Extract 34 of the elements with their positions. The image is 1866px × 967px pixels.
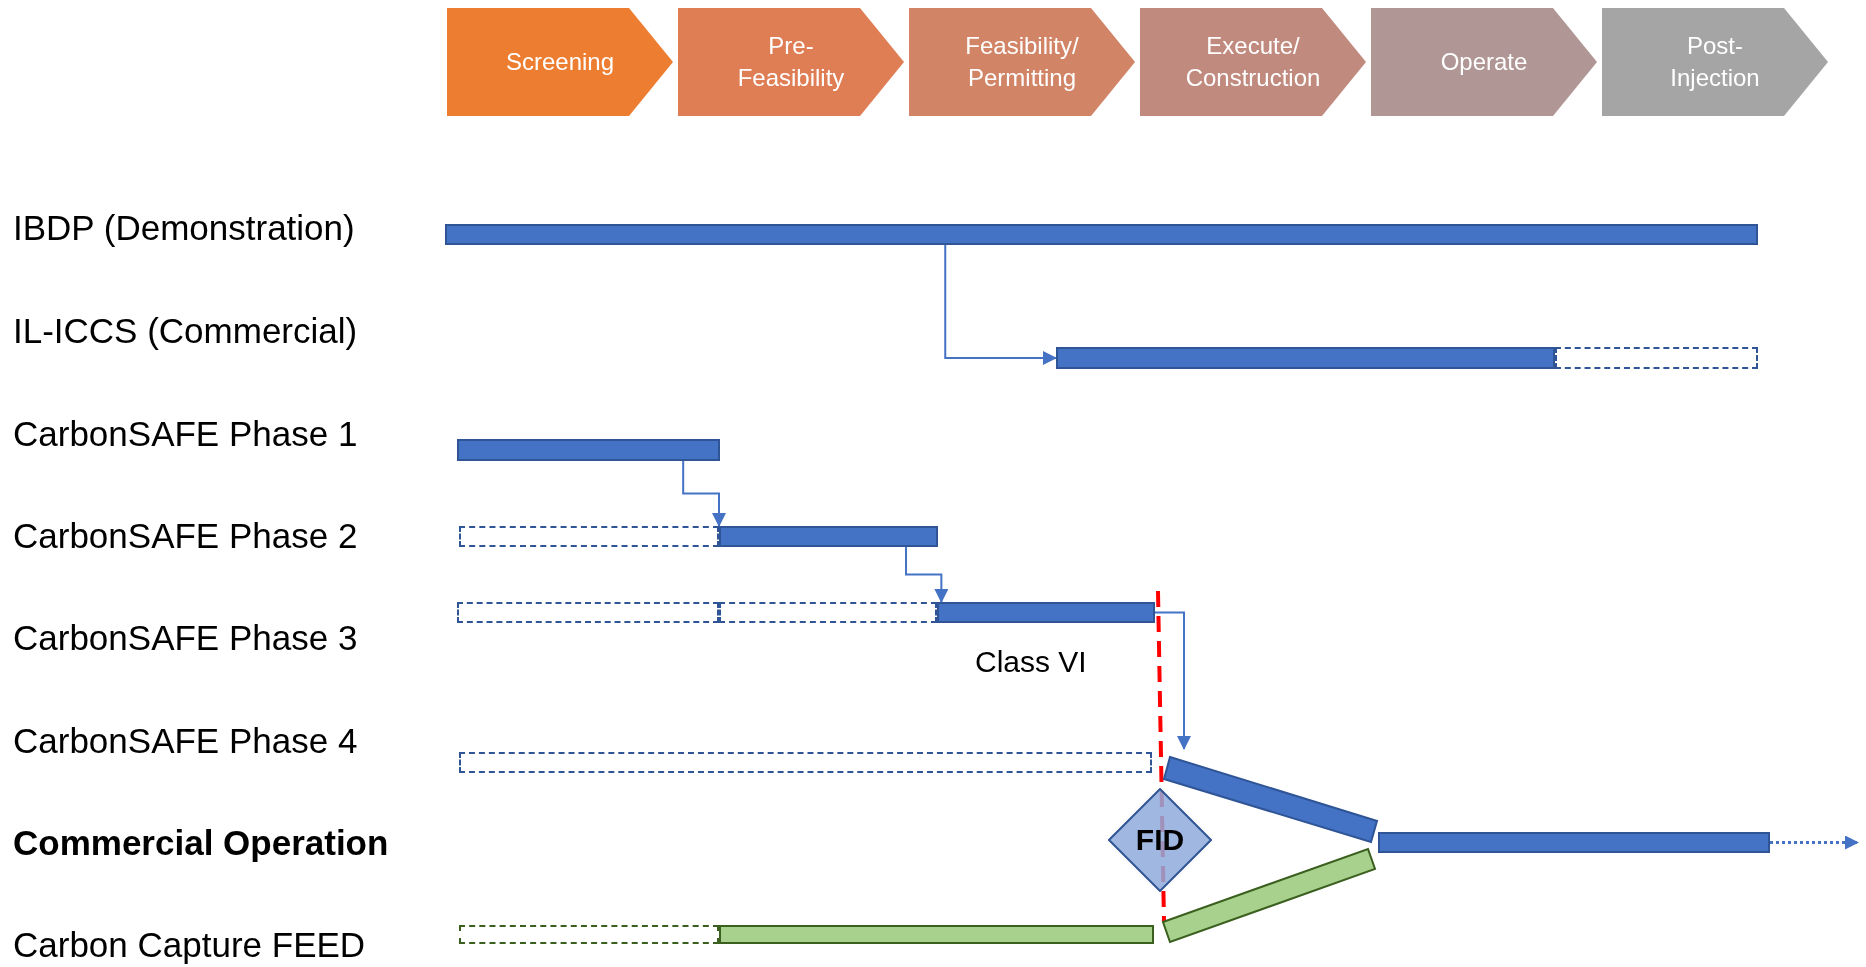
row-label: CarbonSAFE Phase 2 bbox=[13, 516, 358, 556]
row-label: Carbon Capture FEED bbox=[13, 925, 366, 965]
bar bbox=[1378, 832, 1770, 853]
phase-step: Pre- Feasibility bbox=[678, 8, 904, 116]
arrow bbox=[944, 244, 1057, 365]
arrow bbox=[682, 460, 726, 527]
bar bbox=[457, 439, 720, 461]
phase-step: Operate bbox=[1371, 8, 1597, 116]
phase-step: Execute/ Construction bbox=[1140, 8, 1366, 116]
row-label: IBDP (Demonstration) bbox=[13, 208, 355, 248]
phase-step: Screening bbox=[447, 8, 673, 116]
bar bbox=[1056, 347, 1555, 369]
row-label: CarbonSAFE Phase 1 bbox=[13, 414, 358, 454]
arrow bbox=[905, 546, 949, 603]
planned-bar bbox=[1555, 347, 1758, 369]
bar bbox=[937, 602, 1155, 623]
planned-bar bbox=[719, 602, 937, 623]
row-label: Commercial Operation bbox=[13, 823, 389, 863]
row-label: IL-ICCS (Commercial) bbox=[13, 311, 358, 351]
phase-step: Feasibility/ Permitting bbox=[909, 8, 1135, 116]
arrow bbox=[1770, 835, 1859, 850]
row-label: CarbonSAFE Phase 3 bbox=[13, 618, 358, 658]
bar bbox=[445, 224, 1758, 245]
arrow bbox=[1154, 611, 1191, 750]
planned-bar bbox=[457, 602, 719, 623]
planned-bar bbox=[459, 752, 1152, 773]
bar bbox=[719, 526, 938, 547]
row-label: CarbonSAFE Phase 4 bbox=[13, 721, 358, 761]
annotation-text: Class VI bbox=[975, 645, 1087, 679]
planned-bar bbox=[459, 526, 719, 547]
phase-step: Post- Injection bbox=[1602, 8, 1828, 116]
bar bbox=[719, 925, 1154, 944]
decision-diamond: FID bbox=[1108, 788, 1212, 892]
planned-bar bbox=[459, 925, 719, 944]
